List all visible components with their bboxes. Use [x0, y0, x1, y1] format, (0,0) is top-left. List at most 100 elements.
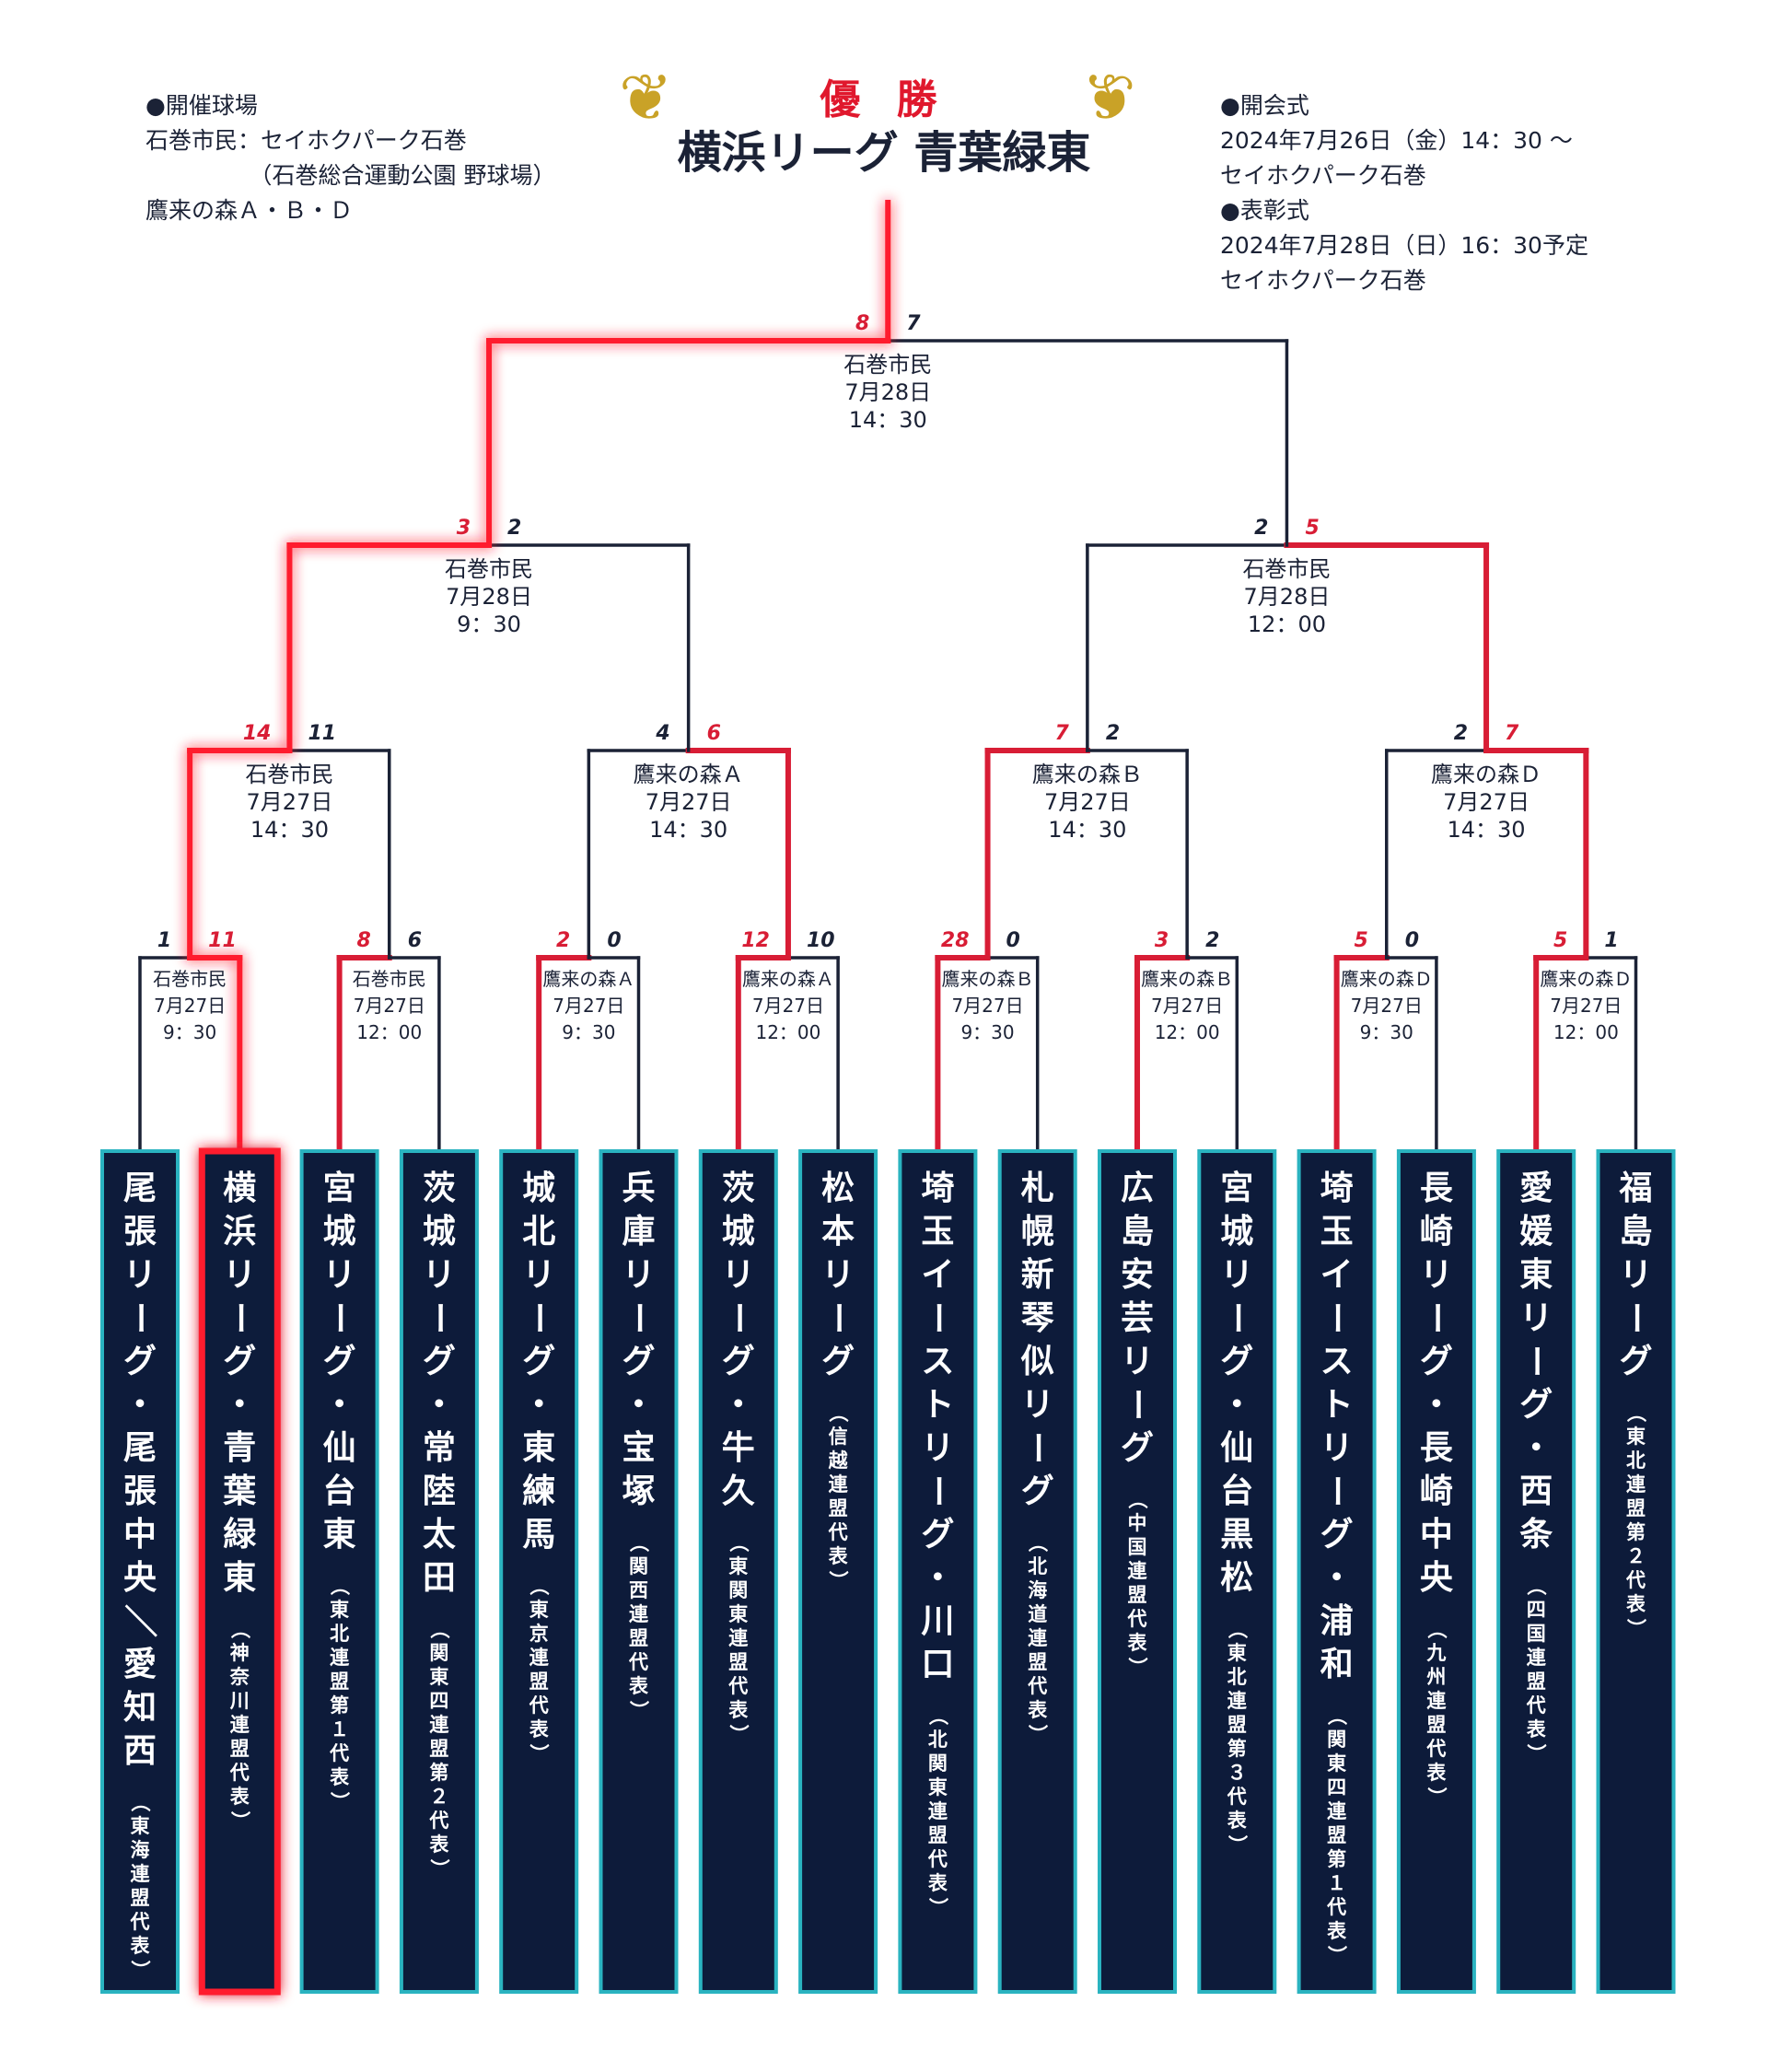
match-date: 7月27日	[1151, 995, 1223, 1017]
team-sub-char: 北	[1227, 1666, 1247, 1688]
match-time: 9：30	[163, 1021, 216, 1043]
match-score: 1	[157, 929, 171, 952]
team-name-char: ・	[123, 1386, 157, 1424]
team-sub-char: 盟	[529, 1670, 549, 1693]
team-name-char: リ	[622, 1256, 655, 1294]
venue-info: ●開催球場 石巻市民：セイホクパーク石巻 （石巻総合運動公園 野球場） 鷹来の森…	[145, 92, 556, 224]
team-name-char: 常	[423, 1429, 456, 1467]
match-score: 0	[1006, 929, 1020, 952]
team-sub-char: 表	[1527, 1718, 1547, 1740]
team-sub-char: ）	[1027, 1725, 1049, 1744]
team-name-char: リ	[323, 1256, 356, 1294]
team-sub-char: （	[329, 1577, 351, 1596]
team-name-char: 西	[1519, 1473, 1553, 1510]
team-sub-char: 東	[131, 1815, 150, 1837]
team-name-char: 新	[1021, 1256, 1054, 1294]
team-sub-char: ）	[727, 1725, 750, 1744]
team-name-char: 東	[1519, 1256, 1553, 1294]
team-name-char: 馬	[522, 1516, 555, 1554]
team-sub-char: 盟	[230, 1738, 250, 1760]
team-box-frame	[1297, 1149, 1377, 1994]
team-sub-char: 海	[131, 1839, 150, 1861]
team-sub-char: 神	[230, 1642, 250, 1664]
team-sub-char: 盟	[1128, 1584, 1147, 1606]
team-sub-char: （	[1226, 1620, 1248, 1639]
team-sub-char: 表	[429, 1833, 449, 1856]
match-score: 5	[1354, 929, 1367, 952]
team-sub-char: （	[528, 1577, 550, 1596]
team-sub-char: 四	[429, 1690, 448, 1712]
team-name-char: ・	[423, 1386, 456, 1424]
match-time: 12：00	[356, 1021, 422, 1043]
team-sub-char: 国	[1527, 1623, 1546, 1645]
match-venue: 石巻市民	[843, 352, 932, 378]
team-name-char: リ	[223, 1256, 256, 1294]
team-box-frame	[399, 1149, 479, 1994]
match-venue: 石巻市民	[153, 968, 227, 990]
team-name-char: グ	[1420, 1343, 1453, 1380]
team-sub-char: 表	[629, 1675, 649, 1697]
team-sub-char: 表	[829, 1545, 849, 1567]
match-time: 14：30	[649, 817, 727, 843]
team-sub-char: （	[228, 1620, 250, 1639]
team-box-frame	[599, 1149, 679, 1994]
team-name-char: ト	[1320, 1386, 1354, 1424]
team-name-char: 張	[123, 1473, 157, 1510]
team-name-char: ー	[519, 1301, 557, 1334]
team-name-char: ー	[1417, 1301, 1455, 1334]
team-name-char: 口	[921, 1646, 954, 1683]
match-date: 7月27日	[154, 995, 226, 1017]
team-name-char: リ	[522, 1256, 555, 1294]
team-sub-char: 表	[330, 1766, 350, 1788]
team-name-char: 条	[1519, 1516, 1553, 1554]
team-name-char: 西	[123, 1732, 157, 1770]
team-name-char: 仙	[1220, 1429, 1253, 1467]
team-sub-char: 表	[1227, 1810, 1248, 1832]
match-time: 9：30	[1360, 1021, 1413, 1043]
team-sub-char: 川	[229, 1690, 250, 1712]
match-score: 3	[457, 517, 471, 540]
team-sub-char: 表	[1028, 1699, 1048, 1721]
match-score: 7	[1055, 722, 1070, 745]
team-sub-char: 代	[1127, 1608, 1147, 1630]
team-name-char: ・	[1420, 1386, 1453, 1424]
team-name-char: ー	[719, 1301, 757, 1334]
team-name-char: 知	[123, 1689, 157, 1727]
match-score: 0	[607, 929, 621, 952]
team-name-char: 台	[323, 1473, 356, 1510]
team-sub-char: 連	[928, 1800, 948, 1822]
team-sub-char: 関	[629, 1555, 648, 1577]
team-name-char: グ	[223, 1343, 256, 1380]
match-score: 0	[1405, 929, 1419, 952]
team-sub-char: ３	[1227, 1762, 1247, 1784]
team-sub-char: 代	[927, 1848, 948, 1870]
team-name-char: 島	[1619, 1213, 1652, 1251]
match-score: 5	[1553, 929, 1567, 952]
team-sub-char: 奈	[229, 1666, 250, 1688]
match-time: 9：30	[457, 611, 521, 637]
team-name-char: 浦	[1320, 1602, 1354, 1640]
team-name-char: 兵	[622, 1170, 655, 1207]
team-sub-char: 表	[1626, 1593, 1646, 1615]
team-name-char: リ	[1519, 1299, 1553, 1337]
team-name-char: 似	[1020, 1343, 1054, 1380]
team-name-char: グ	[123, 1343, 157, 1380]
team-sub-char: 四	[1327, 1776, 1346, 1798]
team-sub-char: 関	[1327, 1729, 1346, 1751]
team-box-frame	[100, 1149, 180, 1994]
match-date: 7月27日	[1044, 789, 1131, 815]
team-sub-char: 関	[928, 1752, 948, 1775]
champion-team: 横浜リーグ 青葉緑東	[677, 127, 1091, 179]
match-score: 2	[1254, 517, 1268, 540]
team-name-char: 崎	[1420, 1473, 1453, 1510]
team-name-char: 宮	[1220, 1170, 1253, 1207]
match-date: 7月27日	[247, 789, 333, 815]
team-sub-char: ２	[1626, 1545, 1646, 1567]
team-sub-char: ２	[429, 1786, 448, 1808]
team-sub-char: 表	[728, 1699, 749, 1721]
